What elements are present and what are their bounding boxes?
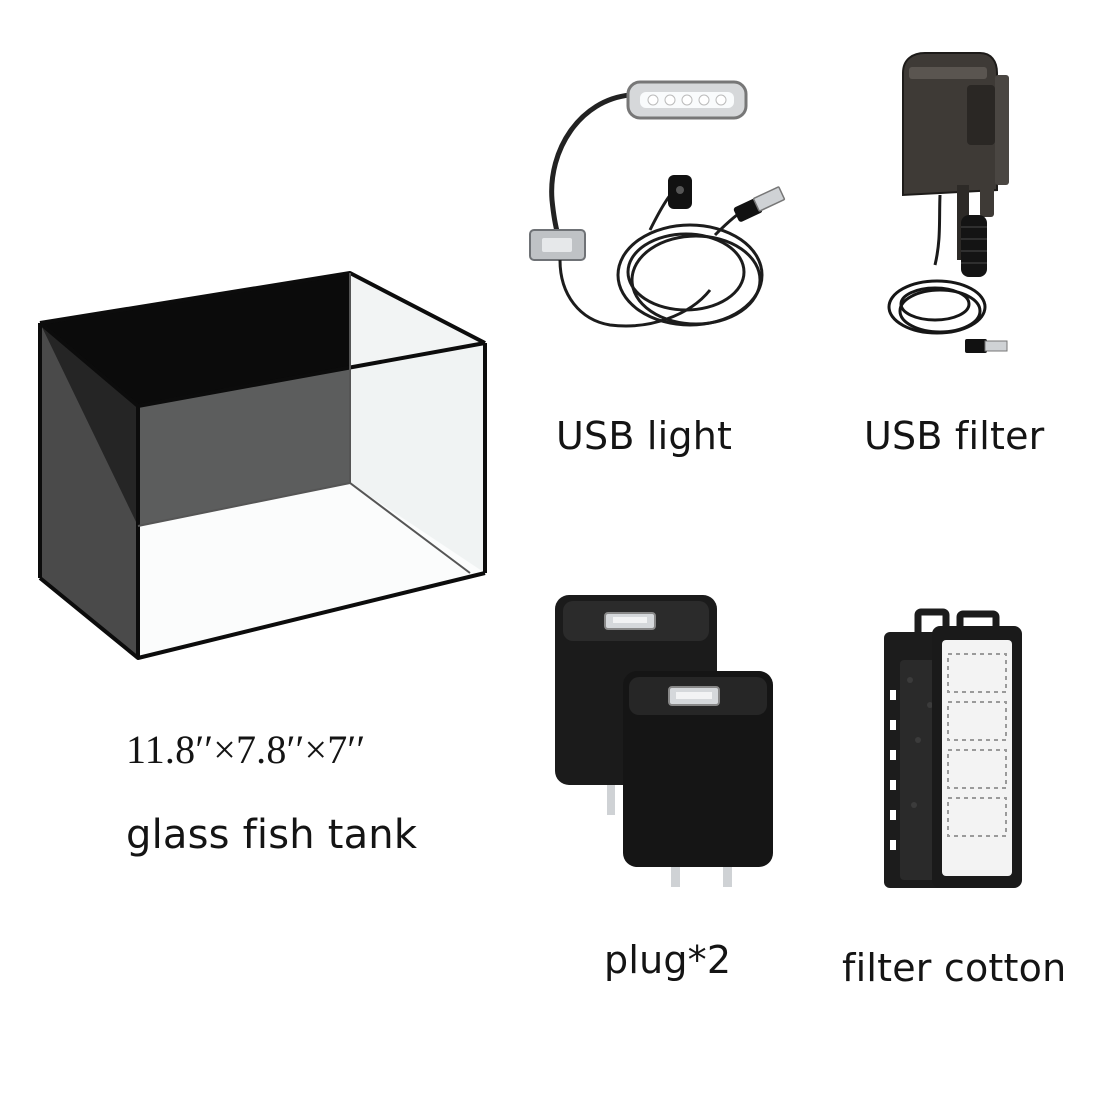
plug-label: plug*2 — [604, 938, 732, 982]
usb-light-icon — [529, 80, 786, 328]
power-plug-icon — [555, 595, 773, 887]
glass-fish-tank-icon — [38, 271, 487, 660]
glass-fish-tank — [30, 268, 490, 668]
power-plugs — [555, 595, 785, 895]
usb-light — [529, 80, 800, 350]
tank-dimensions: 11.8′′×7.8′′×7′′ — [126, 727, 366, 772]
tank-label: glass fish tank — [126, 812, 418, 858]
filter-cotton — [880, 608, 1025, 895]
usb-filter — [887, 45, 1025, 365]
usb-filter-icon — [887, 52, 1009, 353]
filter-cotton-label: filter cotton — [842, 946, 1067, 990]
filter-cotton-icon — [884, 608, 1022, 888]
usb-light-label: USB light — [556, 414, 733, 458]
usb-filter-label: USB filter — [864, 414, 1045, 458]
